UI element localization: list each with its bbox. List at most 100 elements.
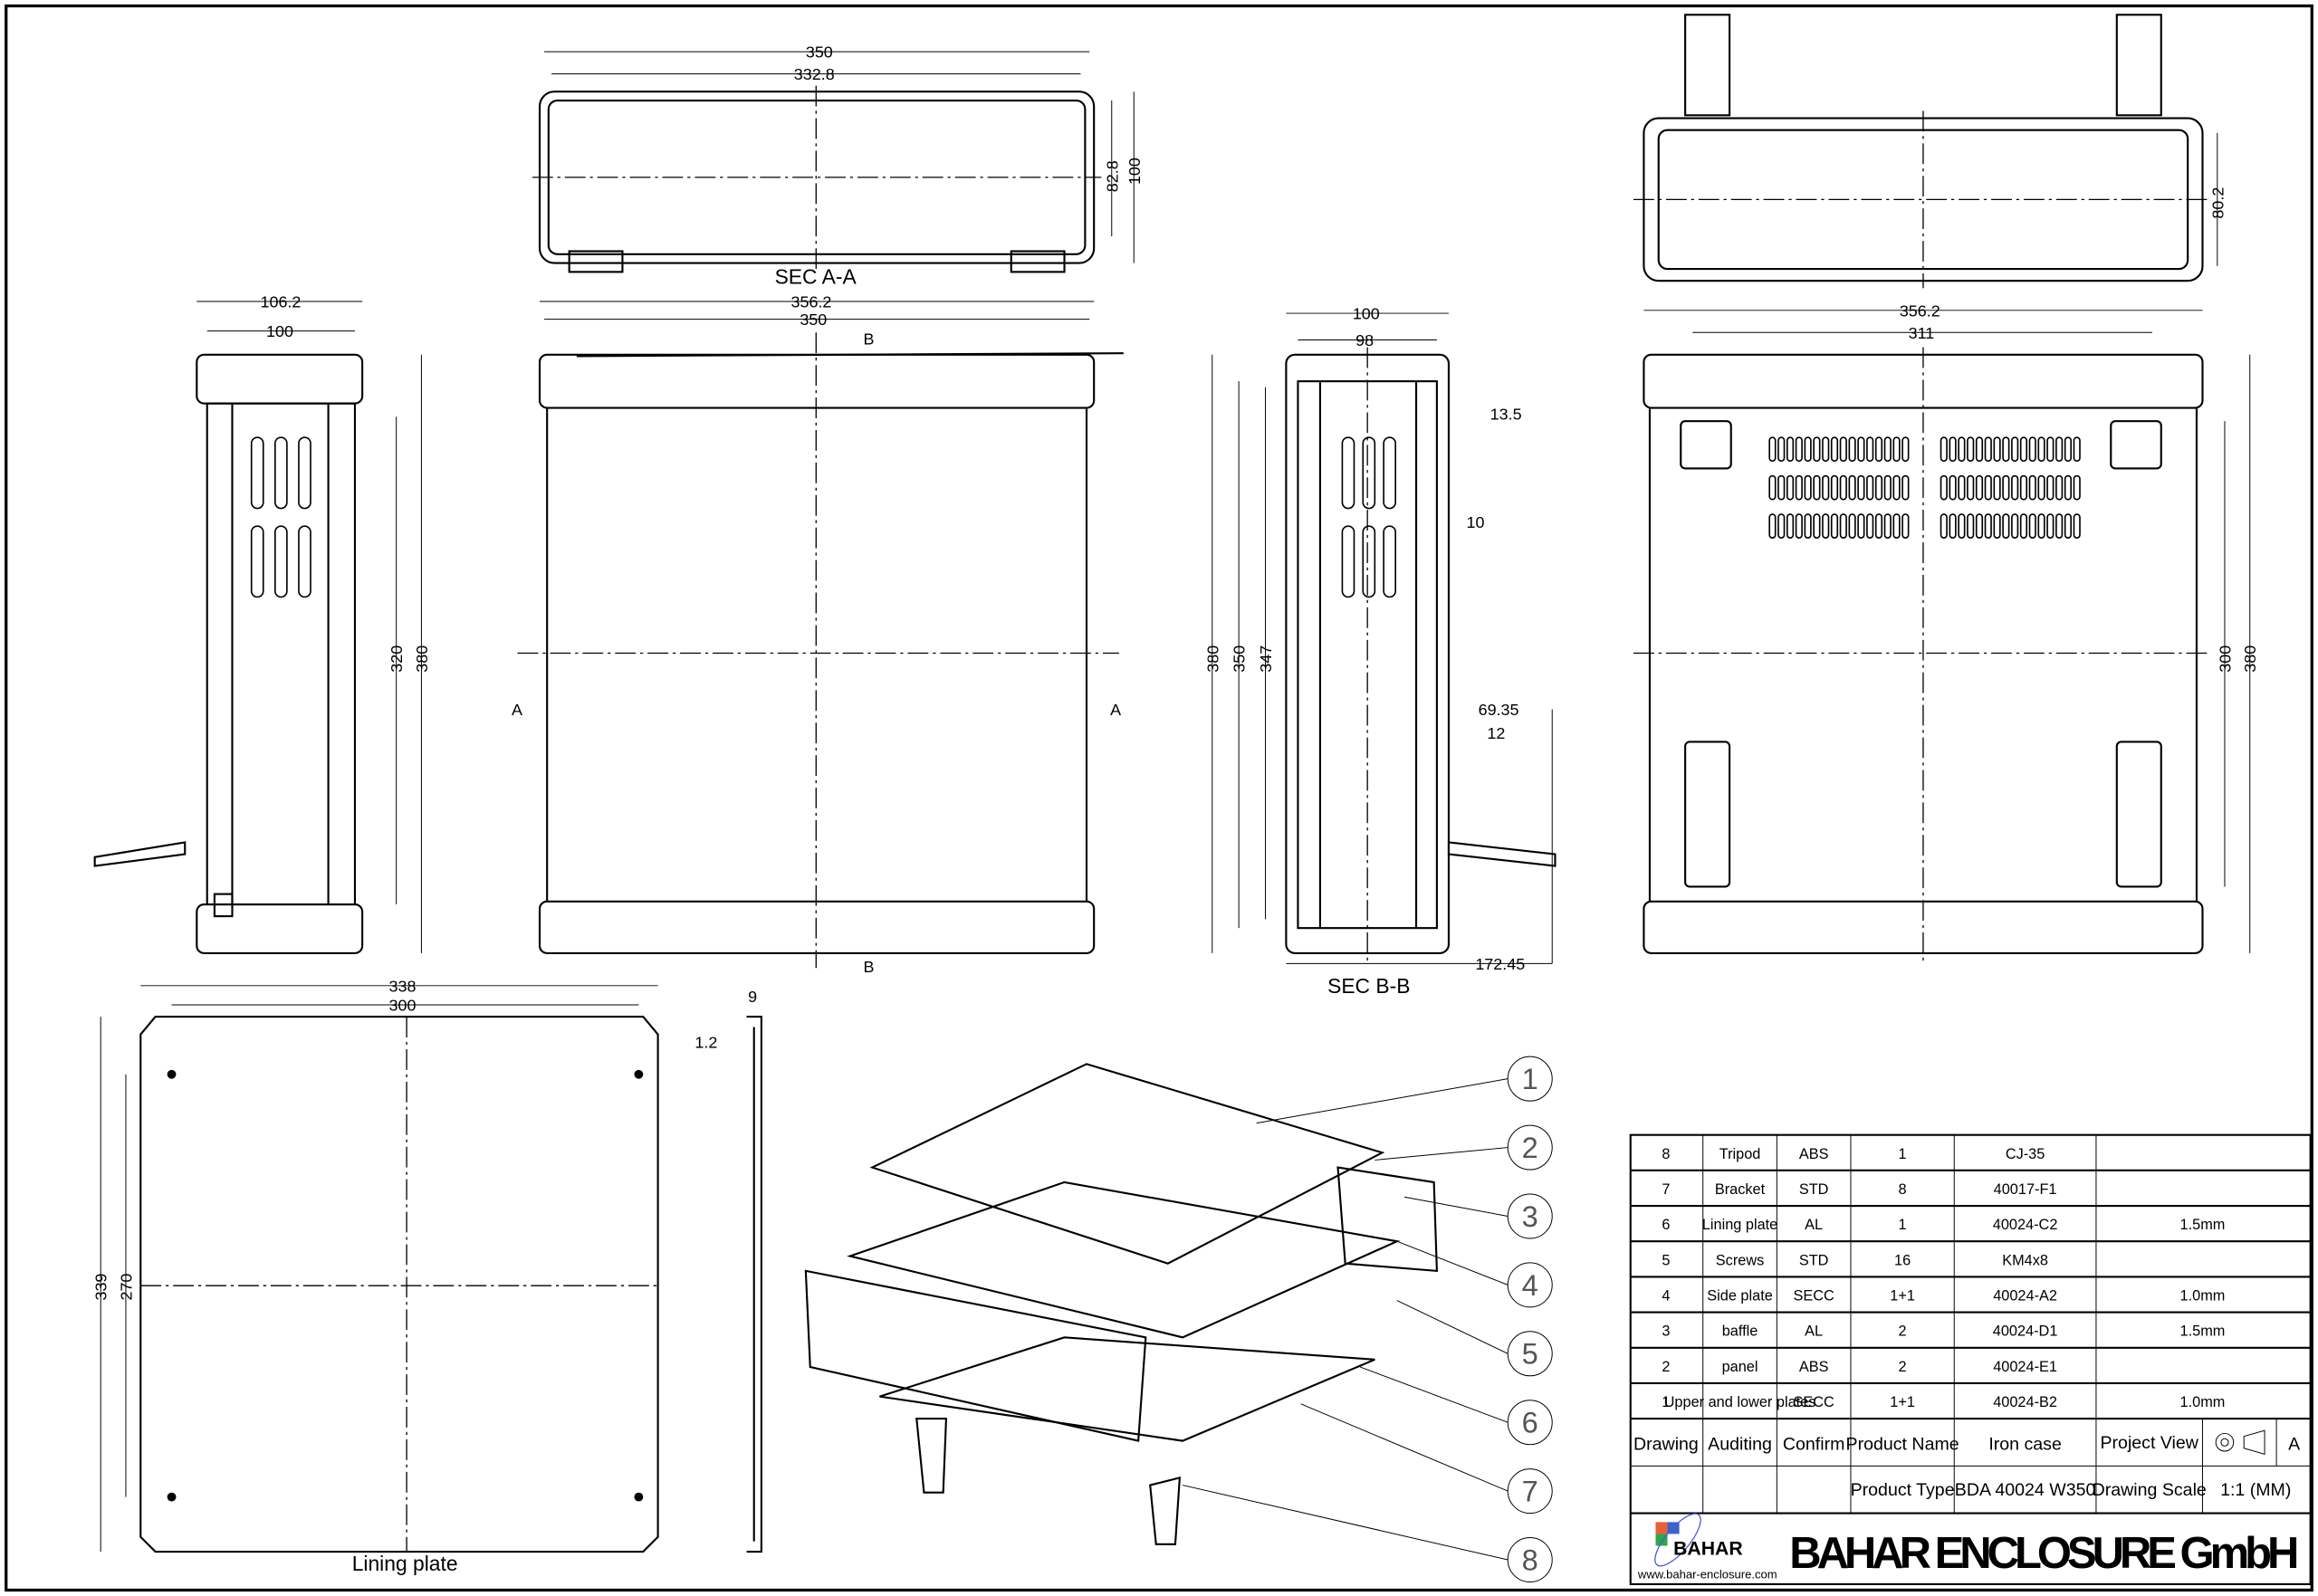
dim-label: 106.2 [260,293,301,311]
product-type: BDA 40024 W350 [1955,1480,2096,1500]
vent-slot [1857,513,1865,540]
dim-label: 350 [806,43,833,62]
website-link[interactable]: www.bahar-enclosure.com [1637,1567,1777,1581]
vent-slot [1830,436,1839,463]
vent-slot [1940,513,1948,540]
balloon-number: 6 [1522,1406,1538,1439]
vent-slot [1883,474,1892,501]
part-name-cell: panel [1722,1359,1758,1375]
leader-line [1396,1240,1509,1285]
dim-label: 380 [2241,645,2259,673]
vent-slot [1940,474,1948,501]
dim-label: 100 [1125,158,1144,185]
auditing: Auditing [1708,1434,1772,1454]
part-name-cell: Bracket [1715,1181,1766,1198]
vent-slot [1822,474,1830,501]
vent-slot [1341,436,1355,510]
vent-slot [1768,513,1777,540]
section-b-b-view: 100 98 380 350 347 13.5 10 69.35 12 172.… [1203,305,1557,998]
vent-slot [1848,474,1856,501]
vent-slot [1383,436,1397,510]
back-view: 356.2 311 300 380 [1633,301,2259,961]
drawing-scale: 1:1 (MM) [2220,1480,2291,1500]
vent-slot [1830,474,1839,501]
part-balloon [1507,1193,1553,1239]
vent-slot [1813,474,1821,501]
part-thickness-cell: 1.0mm [2180,1394,2226,1410]
part-qty-cell: 1+1 [1890,1288,1915,1305]
vent-slot [1949,474,1957,501]
vent-slot [1839,513,1847,540]
dim-label: 347 [1257,645,1275,673]
vent-slot [2037,474,2045,501]
vent-slot [1958,436,1966,463]
vent-slot [274,436,288,510]
vent-slot [1883,436,1892,463]
product-name: Iron case [1988,1434,2062,1454]
vent-slot [1362,525,1376,598]
vent-slot [1804,513,1812,540]
part-qty-cell: 1 [1899,1217,1907,1233]
vent-slot [2055,513,2064,540]
part-no-cell: 8 [1662,1146,1670,1162]
dim-label: 100 [1353,305,1380,323]
dim-label: 98 [1355,331,1374,349]
dim-label: 10 [1467,513,1485,531]
vent-slot [2055,474,2064,501]
logo-text: BAHAR [1673,1538,1743,1559]
dim-label: 338 [389,977,417,995]
vent-slot [1993,474,2001,501]
vent-slot [298,436,311,510]
vent-slot [1940,436,1948,463]
vent-slot [1949,436,1957,463]
vent-slot [2028,436,2036,463]
dim-label: 172.45 [1475,955,1525,973]
vent-slot [2037,513,2045,540]
part-code-cell: CJ-35 [2006,1146,2045,1162]
part-material-cell: SECC [1793,1394,1834,1410]
balloon-number: 7 [1522,1475,1538,1508]
part-qty-cell: 2 [1899,1359,1907,1375]
vent-slot [1993,436,2001,463]
vent-slot [2037,436,2045,463]
left-side-view: 106.2 100 320 380 [93,293,431,954]
vent-slot [1786,474,1795,501]
part-qty-cell: 1 [1899,1146,1907,1162]
vent-slot [2002,474,2010,501]
balloon-number: 5 [1522,1337,1538,1371]
vent-slot [1822,436,1830,463]
dim-label: 13.5 [1490,406,1522,424]
part-material-cell: STD [1799,1252,1829,1268]
part-no-cell: 6 [1662,1217,1670,1233]
part-name-cell: Lining plate [1702,1217,1777,1233]
part-material-cell: ABS [1799,1146,1829,1162]
vent-slot [1848,513,1856,540]
vent-slot [1804,474,1812,501]
section-mark: A [512,701,522,719]
vent-slot [1362,436,1376,510]
part-balloon [1507,1537,1553,1582]
vent-slot [1839,436,1847,463]
dim-label: 270 [117,1274,135,1301]
drawing-border [5,4,2313,1592]
part-no-cell: 3 [1662,1324,1670,1340]
vent-slot [1786,436,1795,463]
part-code-cell: 40024-A2 [1993,1288,2057,1305]
part-qty-cell: 8 [1899,1181,1907,1198]
balloon-number: 1 [1522,1062,1538,1095]
dim-label: 356.2 [1900,301,1940,320]
part-code-cell: 40024-C2 [1993,1217,2058,1233]
vent-slot [1813,436,1821,463]
lining-plate-view: 338 300 339 270 9 1.2 Lining plate [92,977,762,1575]
part-name-cell: Tripod [1719,1146,1761,1162]
vent-slot [2028,474,2036,501]
vent-slot [1866,474,1874,501]
part-material-cell: AL [1805,1324,1823,1340]
vent-slot [1975,474,1984,501]
dim-label: 350 [800,311,827,329]
part-no-cell: 2 [1662,1359,1670,1375]
balloon-number: 4 [1522,1268,1538,1302]
